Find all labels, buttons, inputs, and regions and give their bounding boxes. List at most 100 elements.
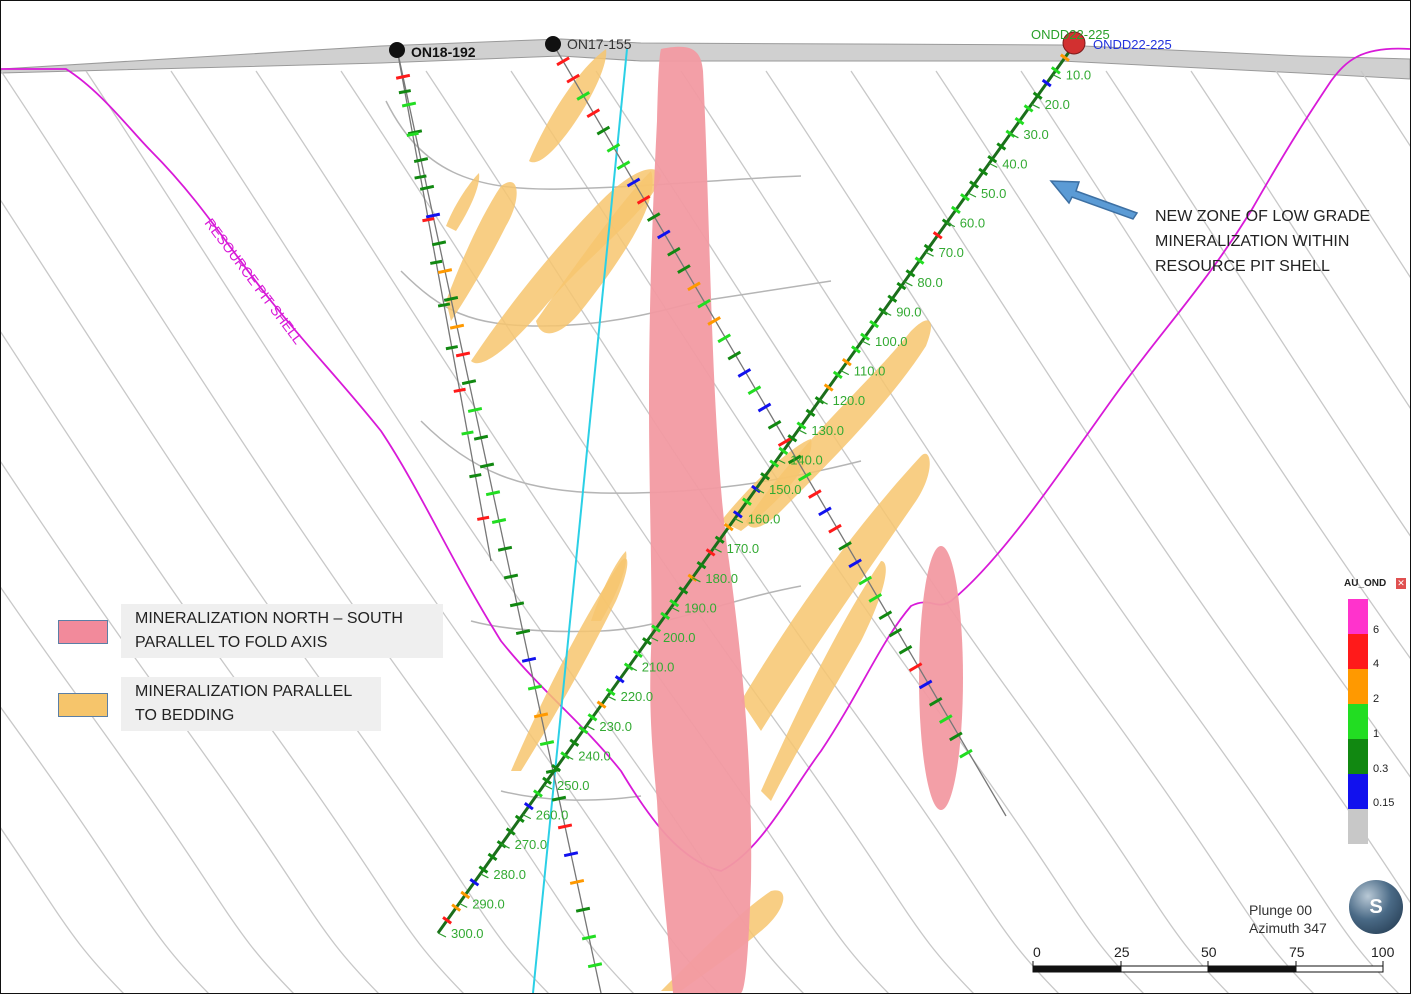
- assay-tick: [578, 725, 589, 735]
- assay-tick: [1014, 116, 1025, 126]
- assay-tick: [575, 906, 591, 913]
- assay-tick: [533, 712, 549, 719]
- depth-tick: [607, 695, 616, 701]
- depth-label: 140.0: [790, 452, 823, 467]
- depth-tick: [734, 518, 744, 524]
- assay-tick: [566, 73, 580, 84]
- au-colour-step: [1348, 599, 1368, 634]
- assay-tick: [868, 593, 883, 603]
- assay-tick: [576, 91, 591, 101]
- assay-tick: [632, 649, 643, 659]
- assay-tick: [616, 160, 631, 170]
- resource-pit-shell-line: [1, 47, 1410, 872]
- depth-label: 210.0: [642, 660, 675, 675]
- assay-tick: [969, 180, 979, 189]
- assay-tick: [443, 295, 459, 302]
- assay-tick: [757, 402, 772, 413]
- assay-tick: [542, 776, 552, 785]
- depth-tick: [458, 902, 468, 908]
- depth-label: 60.0: [960, 216, 985, 231]
- depth-tick: [586, 725, 595, 731]
- depth-ticks: [437, 74, 1062, 938]
- hole-label-ondd22-225: ONDD22-225: [1093, 37, 1172, 52]
- hole-label-on18-192: ON18-192: [411, 44, 476, 60]
- depth-label: 20.0: [1045, 97, 1070, 112]
- assay-tick: [996, 142, 1007, 151]
- azimuth-label: Azimuth 347: [1249, 920, 1327, 936]
- depth-label: 150.0: [769, 482, 802, 497]
- depth-tick: [501, 843, 510, 849]
- assay-tick: [705, 548, 716, 557]
- depth-tick: [649, 636, 659, 642]
- depth-tick: [480, 873, 489, 879]
- au-tick-2: 2: [1373, 693, 1380, 705]
- assay-tick: [414, 174, 427, 180]
- depth-label: 280.0: [493, 867, 526, 882]
- depth-tick: [1052, 74, 1062, 80]
- au-colour-step: [1348, 809, 1368, 844]
- plunge-label: Plunge 00: [1249, 902, 1313, 918]
- assay-tick: [497, 545, 513, 552]
- depth-tick: [670, 606, 680, 612]
- bedding-parallel-mineralization: [446, 49, 931, 991]
- assay-tick: [1023, 104, 1034, 113]
- assay-tick: [429, 259, 443, 265]
- au-tick-4: 4: [1373, 658, 1380, 670]
- legend-label-bedding: MINERALIZATION PARALLEL TO BEDDING: [135, 683, 352, 724]
- assay-tick: [491, 518, 507, 524]
- assay-tick: [461, 379, 477, 386]
- legend-item-north-south: MINERALIZATION NORTH – SOUTH PARALLEL TO…: [121, 604, 443, 658]
- legend-swatch-bedding: [58, 693, 108, 717]
- bedding-lines: [1, 70, 1410, 993]
- depth-label: 190.0: [684, 600, 717, 615]
- assay-tick: [858, 575, 873, 586]
- depth-label: 110.0: [854, 364, 886, 379]
- assay-tick: [563, 851, 579, 858]
- depth-tick: [882, 310, 892, 316]
- depth-label: 160.0: [748, 512, 781, 527]
- assay-tick: [747, 385, 762, 396]
- assay-tick: [485, 490, 501, 497]
- depth-tick: [437, 932, 447, 938]
- assay-tick: [950, 205, 961, 215]
- assay-tick: [505, 827, 516, 836]
- assay-tick: [908, 662, 923, 672]
- assay-tick: [769, 459, 780, 468]
- assay-tick: [419, 184, 435, 191]
- depth-tick: [819, 399, 828, 405]
- au-legend-close-icon[interactable]: ✕: [1396, 578, 1406, 589]
- depth-label: 100.0: [875, 334, 908, 349]
- assay-tick: [741, 497, 752, 506]
- assay-tick: [888, 627, 903, 638]
- assay-tick: [905, 269, 916, 278]
- assay-tick: [478, 865, 489, 874]
- assay-tick: [841, 358, 852, 367]
- scale-tick-100: 100: [1371, 944, 1395, 960]
- assay-tick: [787, 434, 798, 443]
- assay-tick: [596, 125, 611, 136]
- assay-tick: [523, 802, 534, 811]
- assay-tick: [732, 510, 743, 519]
- depth-label: 250.0: [557, 778, 590, 793]
- assay-tick: [949, 731, 963, 742]
- scale-tick-25: 25: [1114, 944, 1130, 960]
- assay-tick: [717, 333, 732, 344]
- bedding-line: [1190, 70, 1410, 409]
- assay-tick: [860, 332, 870, 341]
- assay-tick: [533, 789, 543, 798]
- scale-tick-0: 0: [1033, 944, 1041, 960]
- assay-tick: [669, 599, 680, 608]
- assay-tick: [914, 256, 925, 265]
- assay-tick: [451, 903, 462, 912]
- depth-label: 50.0: [981, 186, 1006, 201]
- assay-tick: [551, 795, 567, 802]
- assay-tick: [737, 368, 752, 378]
- depth-label: 200.0: [663, 630, 696, 645]
- assay-tick: [479, 462, 495, 469]
- assay-tick: [539, 740, 555, 747]
- assay-tick: [395, 73, 411, 80]
- collar-on17-155: [545, 36, 561, 52]
- assay-tick: [521, 656, 537, 663]
